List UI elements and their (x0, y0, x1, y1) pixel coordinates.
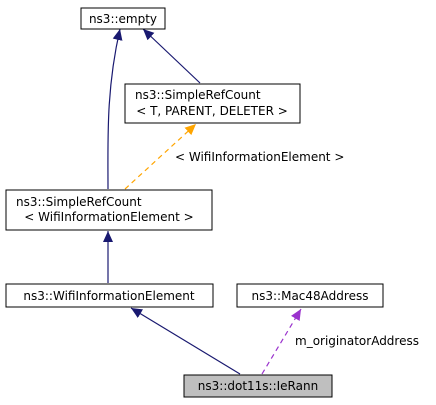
edge-simplerefcount-to-empty (142, 28, 201, 84)
edge-ierann-to-wie (130, 307, 241, 375)
node-ierann-label: ns3::dot11s::IeRann (198, 379, 318, 393)
node-simplerefcount-template-line1: ns3::SimpleRefCount (135, 88, 261, 102)
edge-label-template-arg: < WifiInformationElement > (175, 150, 344, 164)
node-ierann[interactable]: ns3::dot11s::IeRann (183, 374, 333, 398)
edge-ierann-to-mac48address (261, 308, 302, 375)
edge-label-originator-address: m_originatorAddress (295, 334, 419, 348)
node-mac48address-label: ns3::Mac48Address (252, 289, 369, 303)
edge-template-instance (124, 123, 197, 190)
node-wifiinformationelement[interactable]: ns3::WifiInformationElement (5, 283, 214, 308)
node-wifiinformationelement-label: ns3::WifiInformationElement (23, 289, 195, 303)
node-simplerefcount-template[interactable]: ns3::SimpleRefCount < T, PARENT, DELETER… (124, 83, 301, 124)
node-mac48address[interactable]: ns3::Mac48Address (236, 283, 384, 308)
node-simplerefcount-template-line2: < T, PARENT, DELETER > (136, 104, 288, 118)
node-empty[interactable]: ns3::empty (80, 7, 166, 30)
edge-simplerefcount-wie-to-empty (107, 28, 123, 190)
node-simplerefcount-wie-line2: < WifiInformationElement > (24, 210, 193, 224)
node-empty-label: ns3::empty (89, 12, 157, 26)
node-simplerefcount-wie[interactable]: ns3::SimpleRefCount < WifiInformationEle… (5, 189, 213, 231)
node-simplerefcount-wie-line1: ns3::SimpleRefCount (16, 195, 142, 209)
